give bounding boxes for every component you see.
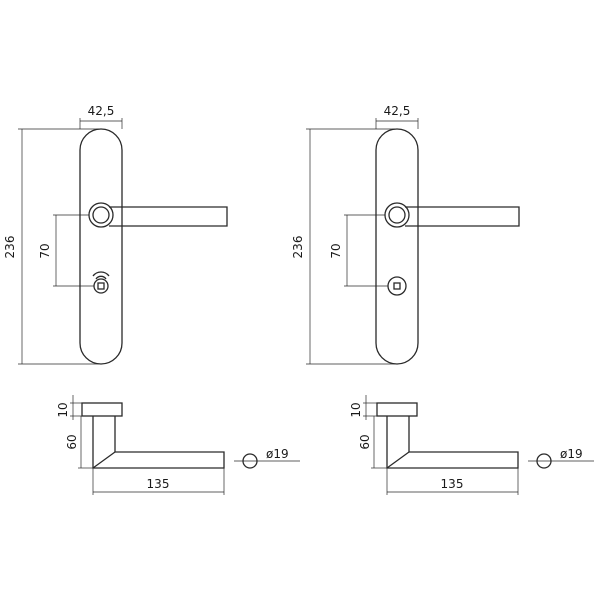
lever-front [109,206,228,227]
side-view-left: 10 60 135 ø19 [56,395,300,495]
lever-profile [92,416,225,469]
depth-label: 60 [65,434,79,449]
lever-front [405,206,520,227]
rose-inner [92,206,110,224]
rose-inner [388,206,406,224]
rose-profile [376,402,418,417]
width-label: 42,5 [384,104,411,118]
lever-bend-edge [92,451,116,469]
width-label: 42,5 [88,104,115,118]
spacing-label: 70 [38,243,52,258]
backplate-outline [79,128,123,365]
depth-label: 60 [358,434,372,449]
lever-profile [386,416,519,469]
length-label: 135 [147,477,170,491]
length-label: 135 [441,477,464,491]
height-label: 236 [291,236,305,259]
backplate-outline [375,128,419,365]
wc-indicator-arc-inner [95,275,107,280]
front-view-key: 42,5 236 70 [291,104,520,365]
wc-spindle [97,282,105,290]
side-view-right: 10 60 135 ø19 [349,395,594,495]
height-label: 236 [3,236,17,259]
spacing-label: 70 [329,243,343,258]
rose-profile [81,402,123,417]
diameter-label: ø19 [266,447,289,461]
key-spindle [393,282,401,290]
rose-label: 10 [56,402,70,417]
wc-indicator-arc-outer [92,271,110,277]
wc-thumbturn [93,278,109,294]
lever-bend-edge [386,451,410,469]
key-turn-outer [387,276,407,296]
diameter-label: ø19 [560,447,583,461]
front-view-wc: 42,5 236 70 [3,104,228,365]
rose-label: 10 [349,402,363,417]
